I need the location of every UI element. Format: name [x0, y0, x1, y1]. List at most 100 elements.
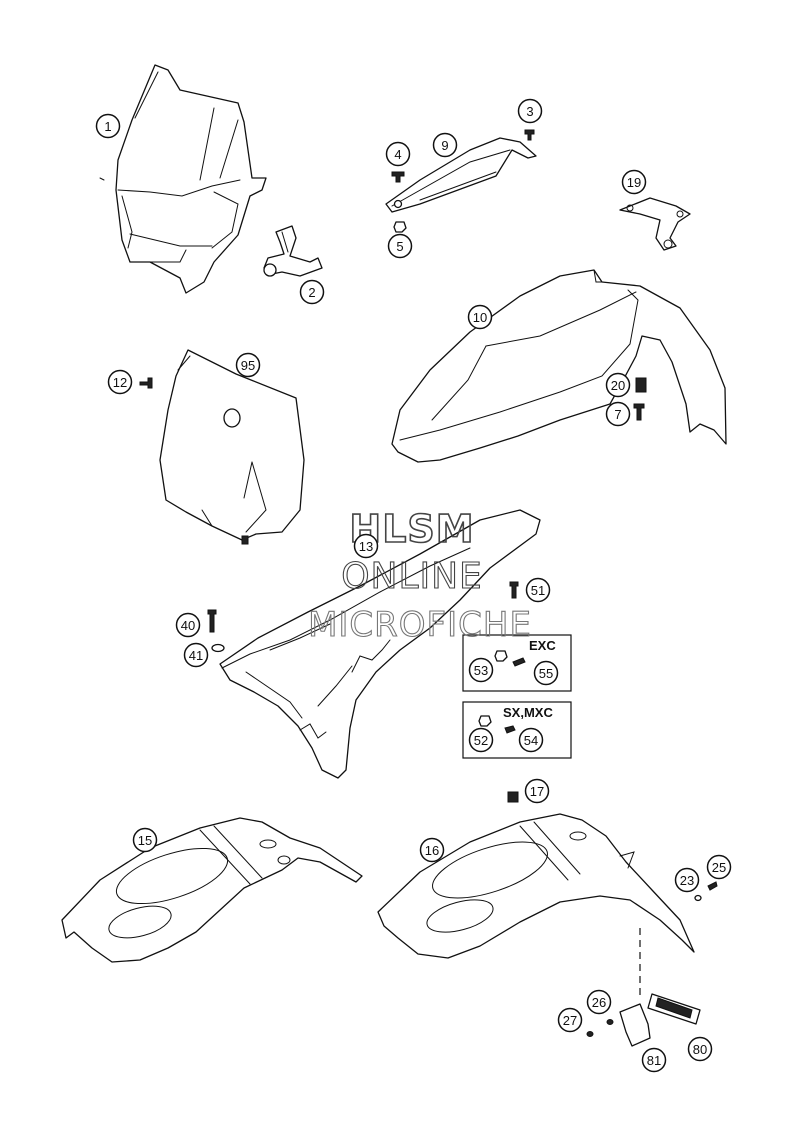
callout-41: 41 [183, 642, 209, 668]
callout-circle [175, 612, 201, 638]
washer-26 [606, 1019, 614, 1025]
plate-holder-81 [619, 1003, 651, 1047]
screw-12 [139, 377, 153, 389]
callout-circle [674, 867, 700, 893]
callout-circle [353, 533, 379, 559]
callout-label: 17 [530, 784, 544, 799]
callout-circle [586, 989, 612, 1015]
callout-3: 3 [517, 98, 543, 124]
rear-fender-15 [61, 817, 363, 963]
callout-2: 2 [299, 279, 325, 305]
callout-circle [605, 372, 631, 398]
callout-circle [299, 279, 325, 305]
callout-circle [533, 660, 559, 686]
callout-27: 27 [557, 1007, 583, 1033]
callout-12: 12 [107, 369, 133, 395]
callout-label: 16 [425, 843, 439, 858]
callout-label: 10 [473, 310, 487, 325]
callout-circle [517, 98, 543, 124]
grommet-17 [507, 791, 519, 803]
exc-label: EXC [529, 638, 556, 653]
callout-label: 81 [647, 1053, 661, 1068]
callout-label: 27 [563, 1013, 577, 1028]
callout-label: 20 [611, 378, 625, 393]
headlight-mask [99, 64, 267, 294]
callout-label: 12 [113, 375, 127, 390]
callout-label: 23 [680, 873, 694, 888]
callout-81: 81 [641, 1047, 667, 1073]
sx-mxc-variant-box [462, 701, 572, 759]
callout-15: 15 [132, 827, 158, 853]
callout-circle [387, 233, 413, 259]
callout-40: 40 [175, 612, 201, 638]
number-plate [159, 349, 305, 545]
callout-label: 41 [189, 648, 203, 663]
callout-circle [525, 577, 551, 603]
front-fender [391, 269, 727, 463]
callout-circle [467, 304, 493, 330]
callout-13: 13 [353, 533, 379, 559]
reflector-80 [647, 993, 701, 1025]
callout-circle [385, 141, 411, 167]
headlight-clamp [263, 225, 323, 277]
mounting-strip [385, 137, 537, 213]
watermark-line2: ONLINE [341, 556, 483, 597]
callout-1: 1 [95, 113, 121, 139]
callout-circle [524, 778, 550, 804]
callout-label: 53 [474, 663, 488, 678]
callout-20: 20 [605, 372, 631, 398]
callout-label: 80 [693, 1042, 707, 1057]
screw-25 [707, 881, 718, 891]
callout-52: 52 [468, 727, 494, 753]
screw-7 [633, 403, 645, 421]
callout-19: 19 [621, 169, 647, 195]
washer-41 [211, 643, 225, 653]
callout-circle [706, 854, 732, 880]
callout-9: 9 [432, 132, 458, 158]
washer-23 [694, 894, 702, 902]
callout-circle [518, 727, 544, 753]
callout-5: 5 [387, 233, 413, 259]
callout-label: 95 [241, 358, 255, 373]
callout-label: 51 [531, 583, 545, 598]
callout-7: 7 [605, 401, 631, 427]
callout-54: 54 [518, 727, 544, 753]
callout-circle [132, 827, 158, 853]
screw-3 [524, 129, 535, 141]
callout-circle [605, 401, 631, 427]
callout-circle [432, 132, 458, 158]
callout-80: 80 [687, 1036, 713, 1062]
callout-23: 23 [674, 867, 700, 893]
callout-label: 25 [712, 860, 726, 875]
grommet-20 [635, 377, 647, 393]
callout-circle [235, 352, 261, 378]
callout-label: 40 [181, 618, 195, 633]
callout-16: 16 [419, 837, 445, 863]
callout-label: 55 [539, 666, 553, 681]
exc-variant-box [462, 634, 572, 692]
rear-fender-16 [377, 813, 695, 959]
watermark: HLSM ONLINE MICROFICHE [308, 506, 532, 645]
callout-label: 54 [524, 733, 538, 748]
callout-circle [557, 1007, 583, 1033]
callout-label: 7 [614, 407, 621, 422]
callout-circle [95, 113, 121, 139]
callout-10: 10 [467, 304, 493, 330]
bracket-19 [619, 197, 691, 251]
callout-17: 17 [524, 778, 550, 804]
callout-circle [621, 169, 647, 195]
callout-95: 95 [235, 352, 261, 378]
callout-circle [419, 837, 445, 863]
watermark-line3: MICROFICHE [308, 605, 532, 645]
callout-circle [107, 369, 133, 395]
callout-label: 5 [396, 239, 403, 254]
callout-label: 2 [308, 285, 315, 300]
sx-mxc-label: SX,MXC [503, 705, 553, 720]
screw-51 [509, 581, 519, 599]
callout-circle [468, 657, 494, 683]
screw-40 [207, 609, 217, 633]
screw-4 [391, 171, 405, 183]
callout-label: 15 [138, 833, 152, 848]
callout-25: 25 [706, 854, 732, 880]
callout-circle [468, 727, 494, 753]
